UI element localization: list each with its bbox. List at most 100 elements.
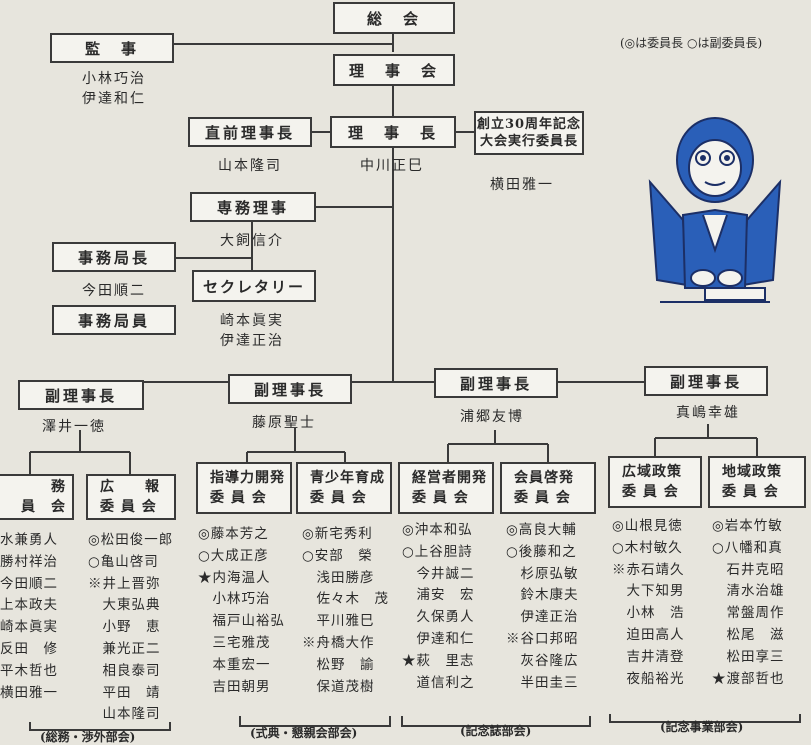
anniversary-line2: 大会実行委員長 — [479, 134, 578, 149]
committee-member: 大東弘典 — [88, 597, 161, 614]
board-box: 理 事 会 — [333, 54, 455, 86]
committee-member: 道信利之 — [402, 674, 475, 691]
anniversary-chair-name: 横田雅一 — [490, 177, 554, 193]
committee-member: ※赤石靖久 — [612, 561, 685, 578]
committee-member: ◎新宅秀利 — [302, 526, 373, 542]
committee-member: 福戸山裕弘 — [198, 613, 285, 630]
committee-title: 青少年育成 — [310, 470, 385, 486]
committee-member: 半田圭三 — [506, 674, 579, 691]
committee-member: 相良泰司 — [88, 662, 161, 679]
committee-member: ○安部 榮 — [302, 547, 373, 564]
committee-member: 小林 浩 — [612, 605, 685, 622]
committee-member-list: ◎沖本和弘○上谷胆詩 今井誠二 浦安 宏 久保勇人 伊達和仁★萩 里志 道信利之 — [402, 520, 475, 694]
committee-member: 今井誠二 — [402, 565, 475, 582]
group-footer: (式典・懇親会部会) — [250, 726, 358, 740]
committee-member: 浦安 宏 — [402, 587, 475, 604]
committee-member: 伊達和仁 — [402, 630, 475, 647]
committee-member: 夜船裕光 — [612, 670, 685, 687]
vice-president-name: 澤井一徳 — [42, 419, 106, 435]
committee-member: ○上谷胆詩 — [402, 543, 473, 560]
committee-member: ※谷口邦昭 — [506, 630, 579, 647]
committee-member: 反田 修 — [0, 640, 58, 657]
committee-member: 吉田朝男 — [198, 678, 271, 695]
committee-member: ○八幡和真 — [712, 539, 783, 556]
committee-member: 保道茂樹 — [302, 678, 375, 695]
vice-president-box: 副理事長 — [18, 380, 144, 410]
committee-box: 広 報 委 員 会 — [86, 474, 176, 520]
committee-member: 松野 諭 — [302, 656, 375, 673]
committee-member: ◎岩本竹敏 — [712, 518, 783, 534]
committee-member-list: ◎藤本芳之○大成正彦★内海温人 小林巧治 福戸山裕弘 三宅雅茂 本重宏一 吉田朝… — [198, 524, 285, 698]
committee-box: 会員啓発 委 員 会 — [500, 462, 596, 514]
group-footer: (総務・渉外部会) — [40, 730, 136, 744]
vice-president-name: 藤原聖士 — [252, 415, 316, 431]
committee-member: ※井上晋弥 — [88, 575, 161, 592]
former-president-box: 直前理事長 — [188, 117, 312, 147]
committee-member: 本重宏一 — [198, 656, 271, 673]
committee-member: 吉井清登 — [612, 648, 685, 665]
committee-member: 清水治雄 — [712, 583, 785, 600]
committee-member-list: 水兼勇人勝村祥治今田順二上本政夫崎本眞実反田 修平木哲也横田雅一 — [0, 530, 58, 704]
former-president-name: 山本隆司 — [218, 158, 282, 174]
secretariat-staff-box: 事務局員 — [52, 305, 176, 335]
committee-member: 佐々木 茂 — [302, 591, 389, 608]
committee-member: ★萩 里志 — [402, 652, 475, 669]
committee-member: 小林巧治 — [198, 591, 271, 608]
committee-box: 広域政策 委 員 会 — [608, 456, 702, 508]
committee-member: 迫田高人 — [612, 626, 685, 643]
committee-title: 広域政策 — [622, 464, 682, 480]
anniversary-line1: 創立30周年記念 — [476, 117, 582, 132]
committee-member: 山本隆司 — [88, 706, 161, 723]
committee-member: 平木哲也 — [0, 662, 58, 679]
committee-member: 小野 恵 — [88, 619, 161, 636]
committee-member: 平川雅巳 — [302, 613, 375, 630]
committee-title: 広 報 — [100, 479, 160, 495]
committee-member: 今田順二 — [0, 575, 58, 592]
auditor-member: 伊達和仁 — [82, 91, 146, 107]
committee-member-list: ◎山根見徳○木村敏久※赤石靖久 大下知男 小林 浩 迫田高人 吉井清登 夜船裕光 — [612, 516, 685, 690]
secretary-name: 伊達正治 — [220, 333, 284, 349]
committee-subtitle: 委 員 会 — [722, 484, 779, 500]
executive-director-box: 専務理事 — [190, 192, 316, 222]
committee-title: 経営者開発 — [412, 470, 487, 486]
committee-member: 浅田勝彦 — [302, 569, 375, 586]
committee-member: 勝村祥治 — [0, 553, 58, 570]
vice-president-box: 副理事長 — [228, 374, 352, 404]
committee-member: 三宅雅茂 — [198, 634, 271, 651]
committee-member: 松田享三 — [712, 648, 785, 665]
committee-title: 地域政策 — [722, 464, 782, 480]
committee-member: 伊達正治 — [506, 609, 579, 626]
committee-box: 経営者開発 委 員 会 — [398, 462, 494, 514]
committee-subtitle: 員 会 — [21, 499, 66, 515]
committee-member: 常盤周作 — [712, 605, 785, 622]
committee-subtitle: 委 員 会 — [622, 484, 679, 500]
committee-member: ○木村敏久 — [612, 539, 683, 556]
committee-member-list: ◎松田俊一郎○亀山啓司※井上晋弥 大東弘典 小野 恵 兼光正二 相良泰司 平田 … — [88, 530, 173, 726]
committee-member: ※舟橋大作 — [302, 634, 375, 651]
secretariat-chief-name: 今田順二 — [82, 283, 146, 299]
committee-member: 鈴木康夫 — [506, 587, 579, 604]
anniversary-chair-box: 創立30周年記念 大会実行委員長 — [474, 111, 584, 155]
vice-president-box: 副理事長 — [434, 368, 558, 398]
committee-member: 横田雅一 — [0, 684, 58, 701]
committee-member: 平田 靖 — [88, 684, 161, 701]
committee-subtitle: 委 員 会 — [210, 490, 267, 506]
president-box: 理 事 長 — [330, 116, 456, 148]
vice-president-name: 真嶋幸雄 — [676, 405, 740, 421]
secretary-name: 崎本眞実 — [220, 313, 284, 329]
committee-member-list: ◎新宅秀利 ○安部 榮 浅田勝彦 佐々木 茂 平川雅巳 ※舟橋大作 松野 諭 保道茂… — [302, 524, 389, 698]
committee-box: 務 員 会 — [0, 474, 74, 520]
committee-title: 務 — [51, 479, 66, 495]
group-footer: (記念事業部会) — [660, 720, 744, 734]
committee-subtitle: 委 員 会 — [412, 490, 469, 506]
committee-member-list: ◎岩本竹敏○八幡和真 石井克昭 清水治雄 常盤周作 松尾 滋 松田享三★渡部哲也 — [712, 516, 785, 690]
committee-subtitle: 委 員 会 — [514, 490, 571, 506]
president-name: 中川正巳 — [360, 158, 424, 174]
auditor-member: 小林巧治 — [82, 71, 146, 87]
secretariat-chief-box: 事務局長 — [52, 242, 176, 272]
committee-member: ◎沖本和弘 — [402, 522, 473, 538]
committee-subtitle: 委 員 会 — [100, 499, 157, 515]
committee-member: 灰谷隆広 — [506, 652, 579, 669]
committee-member: 杉原弘敏 — [506, 565, 579, 582]
committee-member-list: ◎高良大輔○後藤和之 杉原弘敏 鈴木康夫 伊達正治※谷口邦昭 灰谷隆広 半田圭三 — [506, 520, 579, 694]
